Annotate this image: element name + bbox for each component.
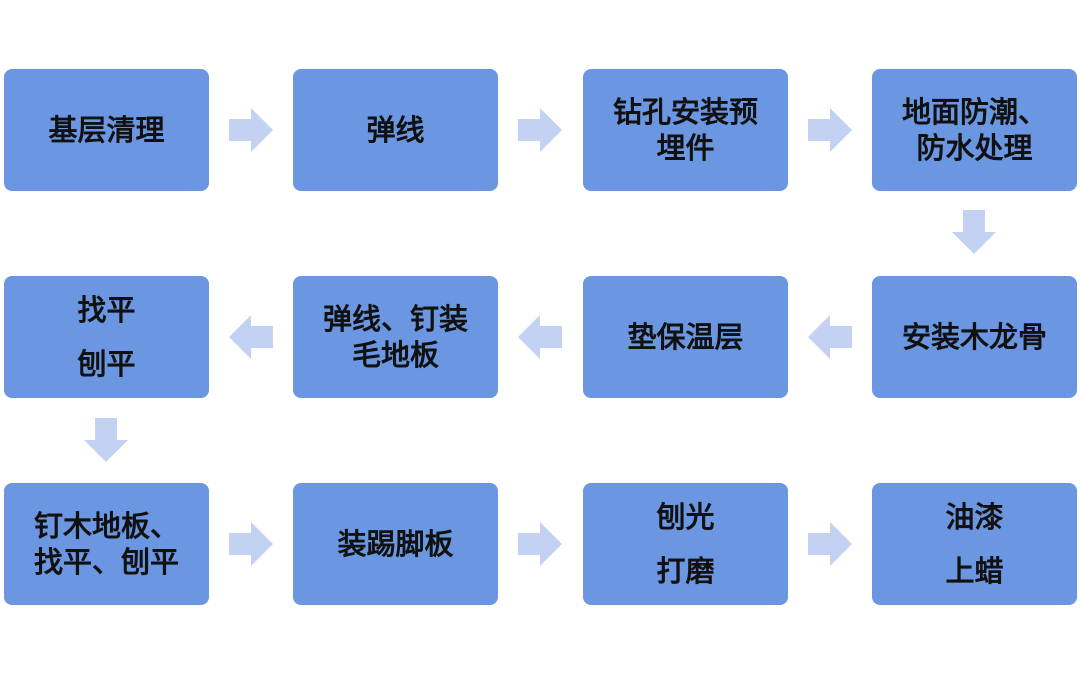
step-install-wood-joists: 安装木龙骨: [872, 276, 1077, 398]
step-label-line2: 毛地板: [351, 338, 439, 372]
step-drill-embedded-parts: 钻孔安装预 埋件: [583, 69, 788, 191]
step-label-line1: 刨光: [656, 499, 715, 534]
step-paint-wax: 油漆 上蜡: [872, 483, 1077, 605]
arrow-right-icon: [518, 108, 562, 152]
step-label-line2: 防水处理: [916, 131, 1033, 165]
arrow-right-icon: [518, 522, 562, 566]
arrow-left-icon: [229, 315, 273, 359]
arrow-right-icon: [808, 108, 852, 152]
step-level-plane: 找平 刨平: [4, 276, 209, 398]
step-label: 安装木龙骨: [901, 319, 1047, 354]
arrow-left-icon: [518, 315, 562, 359]
step-label: 装踢脚板: [337, 526, 454, 561]
step-plane-sand: 刨光 打磨: [583, 483, 788, 605]
step-label: 基层清理: [48, 112, 165, 147]
step-basic-cleaning: 基层清理: [4, 69, 209, 191]
step-nail-wood-floor: 钉木地板、 找平、刨平: [4, 483, 209, 605]
step-snap-line: 弹线: [293, 69, 498, 191]
step-label-line1: 地面防潮、: [901, 94, 1047, 129]
step-snap-line-subfloor: 弹线、钉装 毛地板: [293, 276, 498, 398]
step-label-line2: 埋件: [656, 131, 715, 165]
step-label-line2: 刨平: [77, 347, 136, 381]
step-label-line2: 打磨: [656, 554, 715, 588]
step-moisture-waterproofing: 地面防潮、 防水处理: [872, 69, 1077, 191]
step-label: 弹线: [366, 112, 425, 147]
step-label: 垫保温层: [627, 319, 744, 354]
arrow-down-icon: [84, 418, 128, 462]
step-insulation-layer: 垫保温层: [583, 276, 788, 398]
step-label-line1: 找平: [77, 292, 136, 327]
arrow-down-icon: [952, 210, 996, 254]
step-label-line1: 油漆: [945, 499, 1004, 534]
step-label-line1: 钉木地板、: [33, 508, 179, 543]
step-label-line2: 找平、刨平: [33, 545, 179, 579]
arrow-right-icon: [229, 522, 273, 566]
step-install-skirting: 装踢脚板: [293, 483, 498, 605]
step-label-line1: 弹线、钉装: [322, 301, 468, 336]
step-label-line1: 钻孔安装预: [612, 94, 758, 129]
step-label-line2: 上蜡: [945, 554, 1004, 588]
arrow-right-icon: [229, 108, 273, 152]
arrow-right-icon: [808, 522, 852, 566]
arrow-left-icon: [808, 315, 852, 359]
